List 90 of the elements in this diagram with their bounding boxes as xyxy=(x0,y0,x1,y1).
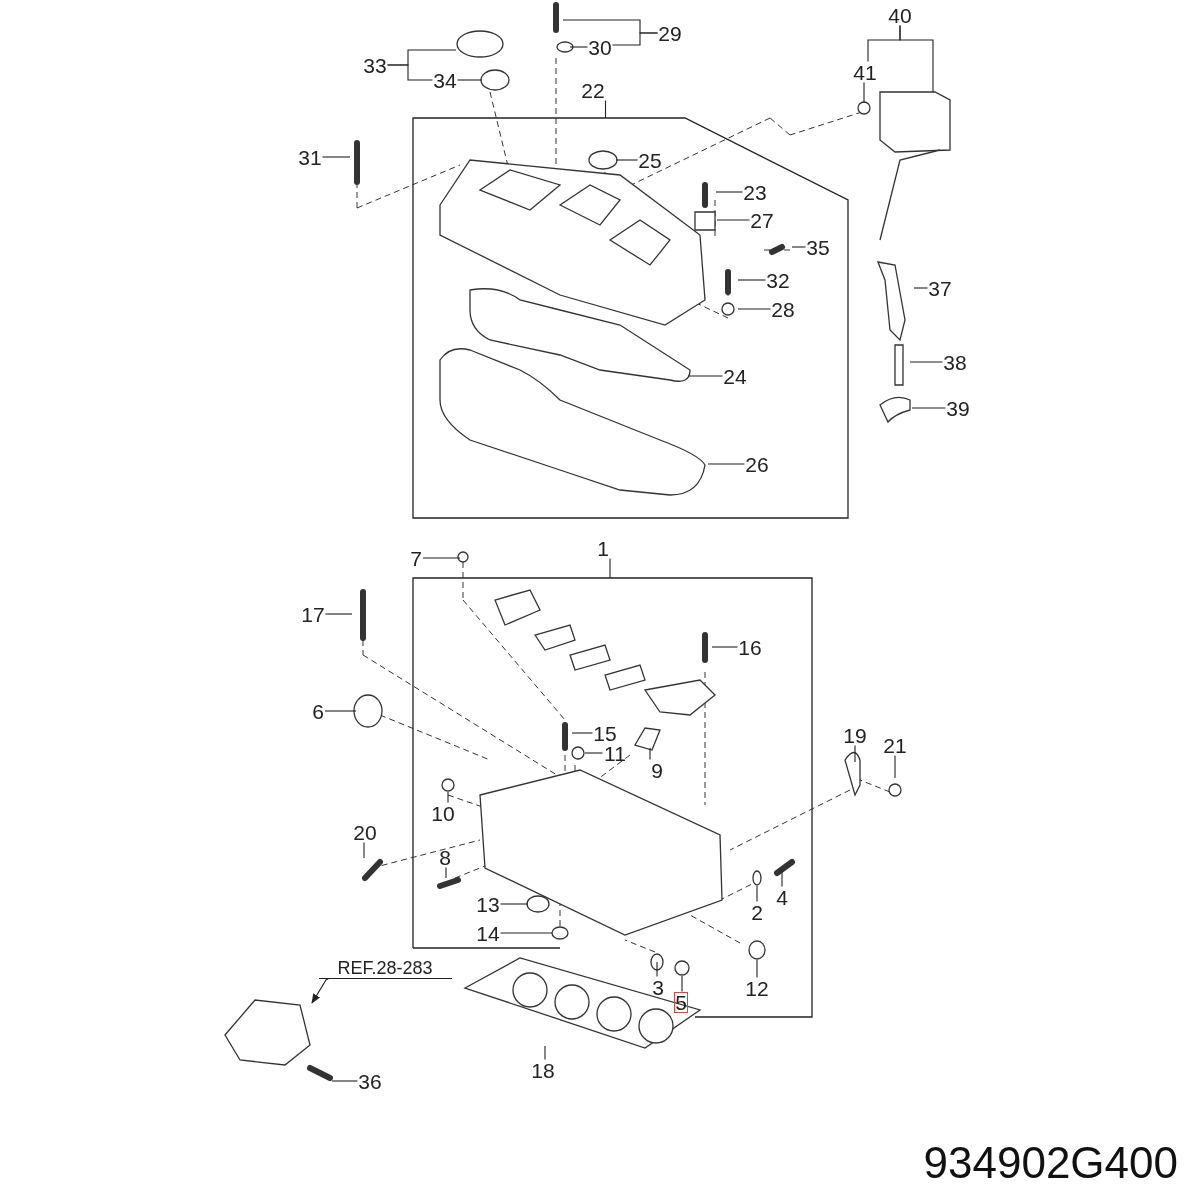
leader-line xyxy=(499,903,529,905)
leader-line xyxy=(324,710,357,712)
leader-line xyxy=(422,557,461,559)
callout-number: 26 xyxy=(744,453,770,475)
leader-line xyxy=(756,959,758,979)
callout-number: 9 xyxy=(650,759,664,781)
leader-line xyxy=(909,361,944,363)
callout-number: 1 xyxy=(596,537,610,559)
callout-number: 7 xyxy=(409,547,423,569)
callout-number: 12 xyxy=(744,977,770,999)
callout-number: 2 xyxy=(750,901,764,923)
callout-number: 40 xyxy=(887,4,913,26)
callout-number: 22 xyxy=(580,79,606,101)
callout-number: 3 xyxy=(651,976,665,998)
leader-line xyxy=(687,375,724,377)
part-drawing xyxy=(571,746,585,760)
leader-line xyxy=(324,613,353,615)
callout-number: 32 xyxy=(765,269,791,291)
callout-number: 29 xyxy=(657,22,683,44)
leader-line xyxy=(649,747,651,761)
leader-line xyxy=(707,463,746,465)
leader-line xyxy=(894,754,896,779)
leader-line xyxy=(447,791,449,804)
leader-line xyxy=(331,1080,359,1082)
callout-number: 19 xyxy=(842,724,868,746)
callout-number: 13 xyxy=(475,893,501,915)
callout-number: 36 xyxy=(357,1070,383,1092)
callout-number: 23 xyxy=(742,181,768,203)
callout-number: 20 xyxy=(352,821,378,843)
leader-arrow xyxy=(311,977,330,1004)
leader-line xyxy=(716,219,751,221)
callout-number: 16 xyxy=(737,636,763,658)
part-number: 934902G400 xyxy=(923,1138,1178,1188)
leader-line xyxy=(604,99,607,119)
callout-number: 17 xyxy=(300,603,326,625)
leader-line xyxy=(854,744,856,763)
leader-line xyxy=(584,752,604,754)
leader-line xyxy=(863,81,865,104)
callout-number: 35 xyxy=(805,236,831,258)
leader-line xyxy=(715,191,744,193)
assembly-frame xyxy=(413,118,848,518)
leader-line xyxy=(363,841,365,859)
callout-number: 25 xyxy=(637,149,663,171)
callout-number: 28 xyxy=(770,298,796,320)
leader-line xyxy=(609,557,611,579)
leader-line xyxy=(711,646,739,648)
callout-number: 30 xyxy=(587,36,613,58)
callout-number: 41 xyxy=(852,61,878,83)
callout-number: 8 xyxy=(438,846,452,868)
leader-line xyxy=(456,79,483,81)
callout-number: 4 xyxy=(775,886,789,908)
leader-line xyxy=(756,885,758,903)
leader-line xyxy=(911,407,947,409)
callout-number: 15 xyxy=(592,722,618,744)
leader-line xyxy=(791,246,807,248)
leader-line xyxy=(781,869,783,888)
leader-line xyxy=(445,866,447,879)
leader-line xyxy=(611,32,659,46)
leader-line xyxy=(737,308,772,310)
leader-line xyxy=(899,24,934,93)
reference-note: REF.28-283 xyxy=(318,957,452,979)
leader-line xyxy=(913,287,929,289)
callout-number: 27 xyxy=(749,209,775,231)
leader-line xyxy=(615,159,639,161)
callout-number: 21 xyxy=(882,734,908,756)
part-drawing xyxy=(456,30,504,58)
callout-number: 39 xyxy=(945,397,971,419)
leader-line xyxy=(571,732,594,734)
callout-number: 38 xyxy=(942,351,968,373)
callout-number: 37 xyxy=(927,277,953,299)
leader-line xyxy=(499,932,553,934)
leader-line xyxy=(386,64,434,81)
part-drawing xyxy=(674,960,690,976)
leader-line xyxy=(681,975,683,993)
leader-line xyxy=(544,1045,546,1061)
leader-line xyxy=(656,961,658,978)
callout-number: 10 xyxy=(430,802,456,824)
callout-number: 6 xyxy=(311,700,325,722)
callout-number: 11 xyxy=(602,742,628,764)
callout-number: 14 xyxy=(475,922,501,944)
callout-number: 31 xyxy=(297,146,323,168)
part-drawing xyxy=(748,940,766,960)
leader-line xyxy=(569,46,589,48)
part-drawing xyxy=(752,870,762,886)
callout-number: 34 xyxy=(432,69,458,91)
leader-line xyxy=(737,279,767,281)
callout-number: 33 xyxy=(362,54,388,76)
callout-number: 24 xyxy=(722,365,748,387)
callout-number: 18 xyxy=(530,1059,556,1081)
leader-line xyxy=(321,156,351,158)
